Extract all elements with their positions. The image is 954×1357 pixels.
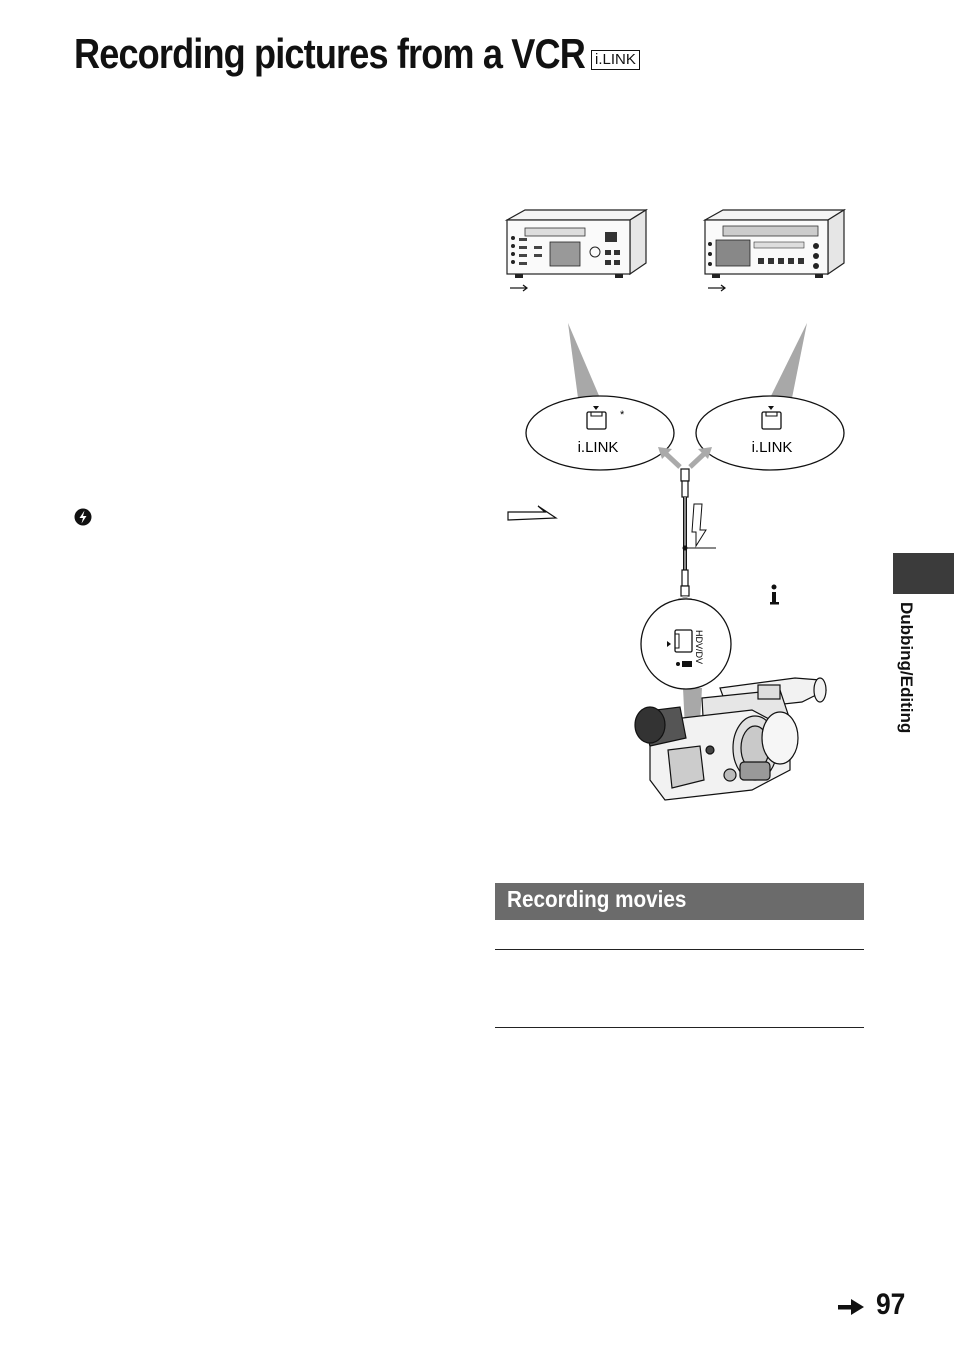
camera-hdv-port-callout: HDV/DV: [640, 598, 732, 690]
section-heading-bar: Recording movies: [495, 883, 864, 920]
camcorder-illustration: [634, 677, 827, 801]
page-title: Recording pictures from a VCR: [74, 30, 586, 77]
divider-top: [495, 949, 864, 950]
connection-diagram: * i.LINK i.LINK: [490, 190, 860, 830]
ilink-left-label: i.LINK: [578, 439, 619, 456]
ilink-cable: [680, 468, 716, 597]
caution-icon: [74, 508, 92, 526]
info-icon: [770, 584, 779, 605]
arrow-right-icon: [838, 1299, 864, 1315]
page-number: 97: [876, 1288, 906, 1321]
svg-text:*: *: [620, 409, 625, 421]
chapter-tab-label: Dubbing/Editing: [897, 602, 916, 734]
ilink-right-label: i.LINK: [752, 439, 793, 456]
hdv-dv-port-label: HDV/DV: [694, 630, 704, 664]
ilink-badge: i.LINK: [591, 50, 640, 70]
vcr-right-illustration: [702, 208, 847, 278]
ilink-port-right: i.LINK: [695, 395, 845, 471]
connection-arrows: [658, 447, 712, 469]
section-heading: Recording movies: [507, 886, 687, 912]
signal-flow-arrow: [507, 505, 558, 521]
vcr-left-illustration: [504, 208, 649, 278]
divider-bottom: [495, 1027, 864, 1028]
ilink-port-left: * i.LINK: [525, 395, 675, 471]
chapter-tab-marker: [893, 553, 954, 594]
